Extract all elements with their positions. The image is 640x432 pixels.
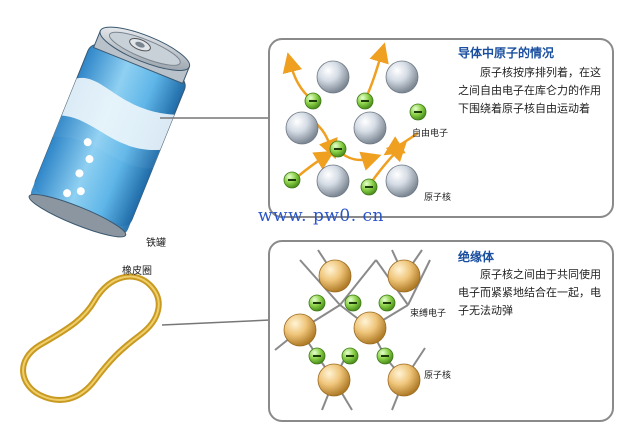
nucleus-atom [283,313,317,347]
nucleus-atom [285,111,319,145]
insulator-nucleus-label: 原子核 [424,371,452,381]
nucleus-atom [317,363,351,397]
watermark: www. pw0. cn [258,206,384,226]
conductor-nucleus-label: 原子核 [424,193,452,203]
nucleus-atom [385,164,419,198]
nucleus-atom [316,60,350,94]
rubber-band-label: 橡皮圈 [122,266,152,277]
conductor-panel-body: 原子核按序排列着，在这之间自由电子在库仑力的作用下围绕着原子核自由运动着 [458,66,601,115]
nucleus-atom [316,164,350,198]
can-illustration [28,26,191,238]
nucleus-atom [387,363,421,397]
nucleus-atom [387,259,421,293]
can-label: 铁罐 [146,238,166,249]
nucleus-atom [353,111,387,145]
insulator-panel-body: 原子核之间由于共同使用电子而紧紧地结合在一起，电子无法动弹 [458,268,601,317]
bound-electron-label: 束缚电子 [410,309,447,319]
nucleus-atom [318,259,352,293]
nucleus-atom [385,60,419,94]
insulator-panel-title: 绝缘体 [458,250,495,264]
conductor-panel-title: 导体中原子的情况 [458,46,555,60]
nucleus-atom [353,311,387,345]
free-electron-label: 自由电子 [412,129,449,139]
band-connector-line [161,319,271,326]
